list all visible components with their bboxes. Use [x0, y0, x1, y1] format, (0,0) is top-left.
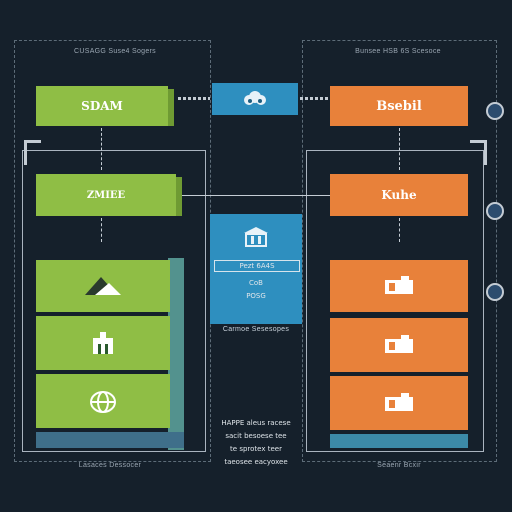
- right-bottom-caption: Seaenr Bcxir: [377, 462, 421, 469]
- connector-dot-2[interactable]: [486, 202, 504, 220]
- right-stack-base: [330, 434, 468, 448]
- center-top-node[interactable]: [212, 83, 298, 115]
- left-to-center-arrow: [178, 97, 210, 100]
- left-top-box[interactable]: SDAM: [36, 86, 168, 126]
- left-bottom-caption: Lasaces Dessocer: [78, 462, 142, 469]
- right-top-caption: Bunsee HSB 6S Scesoce: [355, 48, 441, 55]
- right-outer-frame: [302, 40, 497, 462]
- left-middle-box-edge: [176, 177, 182, 216]
- right-arrow-1: [399, 128, 400, 170]
- center-note-4: taeosee eacyoxee: [224, 458, 288, 466]
- server-icon: [385, 393, 413, 411]
- building-icon: [93, 332, 113, 354]
- server-icon: [385, 335, 413, 353]
- right-middle-box-label: Kuhe: [381, 188, 417, 202]
- left-stack-layer-2[interactable]: [36, 316, 170, 370]
- left-middle-box-label: ZMIEE: [86, 189, 126, 201]
- right-middle-box[interactable]: Kuhe: [330, 174, 468, 216]
- center-card-line-3: POSG: [246, 292, 266, 300]
- right-stack-layer-2[interactable]: [330, 318, 468, 372]
- center-card-line-1: Pezt 6A4S: [214, 260, 300, 272]
- right-stack-layer-1[interactable]: [330, 260, 468, 312]
- left-side-mark: [24, 140, 41, 165]
- left-stack-base: [36, 432, 184, 448]
- left-arrow-1: [101, 128, 102, 170]
- server-icon: [385, 276, 413, 294]
- connector-dot-3[interactable]: [486, 283, 504, 301]
- building-icon: [244, 227, 268, 247]
- left-top-box-edge: [168, 89, 174, 126]
- left-arrow-2: [101, 218, 102, 242]
- center-card-line-2: CoB: [249, 279, 263, 287]
- left-stack-layer-1[interactable]: [36, 260, 170, 312]
- center-to-right-arrow: [300, 97, 332, 100]
- left-top-caption: CUSAGG Suse4 Sogers: [74, 48, 156, 55]
- globe-icon: [90, 391, 116, 413]
- left-inner-frame: [22, 150, 206, 452]
- center-note-2: sacit besoese tee: [225, 432, 287, 440]
- cloud-network-icon: [244, 91, 266, 105]
- right-side-mark: [470, 140, 487, 165]
- left-top-box-label: SDAM: [81, 99, 123, 113]
- right-arrow-2: [399, 218, 400, 242]
- left-stack-layer-3[interactable]: [36, 374, 170, 428]
- connector-dot-1[interactable]: [486, 102, 504, 120]
- center-note-3: te sprotex teer: [230, 445, 282, 453]
- center-note-1: HAPPE aleus racese: [221, 419, 291, 427]
- mountain-image-icon: [85, 277, 121, 295]
- center-card[interactable]: Pezt 6A4S CoB POSG: [210, 214, 302, 324]
- right-stack-layer-3[interactable]: [330, 376, 468, 430]
- left-stack-side: [168, 258, 184, 450]
- right-inner-frame: [306, 150, 484, 452]
- middle-connector-line: [182, 195, 330, 196]
- center-card-caption: Carmoe Sesesopes: [222, 326, 290, 333]
- left-middle-box[interactable]: ZMIEE: [36, 174, 176, 216]
- right-top-box[interactable]: Bsebil: [330, 86, 468, 126]
- right-top-box-label: Bsebil: [376, 98, 422, 114]
